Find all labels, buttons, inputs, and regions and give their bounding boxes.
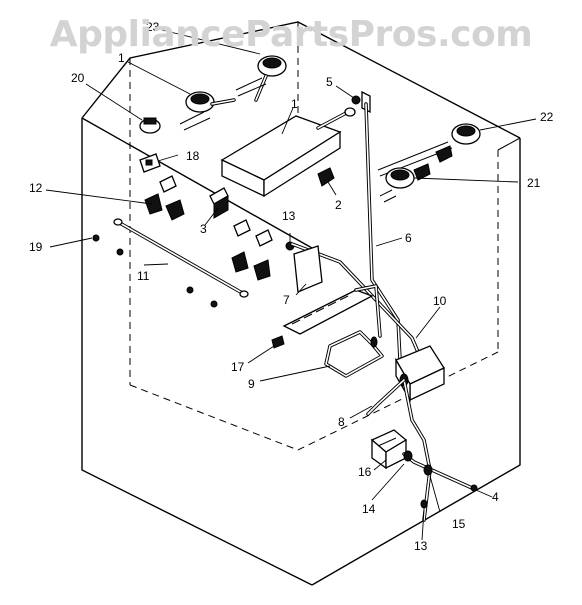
tube-6 [364, 102, 402, 362]
callout-12: 12 [29, 181, 43, 195]
fitting-15 [423, 464, 433, 476]
fitting-13-bottom [420, 499, 428, 509]
cabinet-outline [81, 21, 521, 586]
bake-burner-7 [282, 245, 382, 338]
callout-13-top: 13 [282, 209, 296, 223]
callout-9: 9 [248, 377, 255, 391]
clip-2 [317, 167, 335, 187]
burner-valve-21 [379, 163, 431, 203]
screw-17 [271, 335, 285, 349]
callout-3: 3 [200, 222, 207, 236]
callout-13-bottom: 13 [414, 539, 428, 553]
watermark: AppliancePartsPros.com [49, 14, 533, 55]
tube-9 [324, 330, 384, 378]
callout-11: 11 [137, 269, 150, 283]
callout-2: 2 [335, 198, 342, 212]
callout-15: 15 [452, 517, 466, 531]
callout-7: 7 [283, 293, 290, 307]
callout-5: 5 [326, 75, 333, 89]
burner-box-1 [220, 107, 356, 198]
valve-12 [144, 175, 185, 221]
callout-23: 23 [146, 20, 160, 34]
manifold-11 [113, 218, 249, 298]
callout-6: 6 [405, 231, 412, 245]
callout-19: 19 [29, 240, 43, 254]
leader-lines [45, 29, 537, 541]
knob-20 [139, 117, 161, 134]
part-4 [470, 484, 478, 492]
tube-8 [366, 378, 432, 522]
valve-block-16 [370, 429, 408, 470]
burner-valve-23 [235, 55, 287, 102]
callout-1-top: 1 [118, 51, 125, 65]
callout-labels: 1 2 3 4 5 6 7 8 9 10 11 12 13 13 14 15 1… [29, 20, 554, 553]
callout-8: 8 [338, 415, 345, 429]
callout-16: 16 [358, 465, 372, 479]
callout-10: 10 [433, 294, 447, 308]
burner-valve-22 [377, 123, 481, 177]
callout-20: 20 [71, 71, 85, 85]
screw-19 [92, 234, 218, 308]
callout-18: 18 [186, 149, 200, 163]
callout-14: 14 [362, 502, 376, 516]
regulator-10 [395, 345, 445, 403]
fitting-14 [402, 450, 474, 490]
callout-21: 21 [527, 176, 541, 190]
callout-4: 4 [492, 490, 499, 504]
callout-22: 22 [540, 110, 554, 124]
callout-17: 17 [231, 360, 245, 374]
burner-valve-1-top [179, 91, 236, 131]
valve-12-lower [231, 219, 273, 281]
callout-1: 1 [291, 97, 298, 111]
bracket-18 [139, 153, 161, 173]
